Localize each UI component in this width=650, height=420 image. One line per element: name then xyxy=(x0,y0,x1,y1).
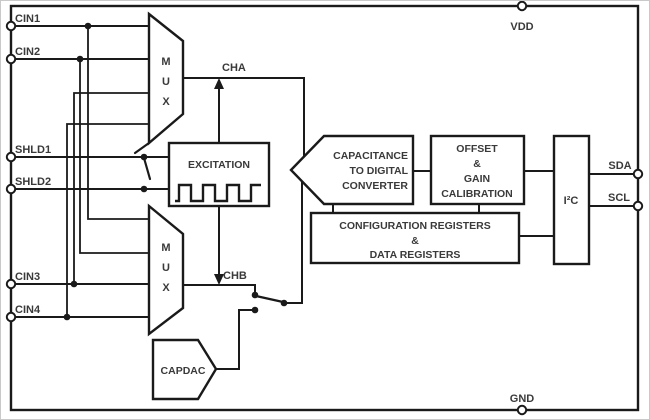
pin-terminals xyxy=(5,1,644,416)
arrows xyxy=(214,78,224,285)
chb-label: CHB xyxy=(223,270,247,282)
junction-dot xyxy=(70,280,78,288)
cha-label: CHA xyxy=(222,62,246,74)
cin1-to-muxb-wire xyxy=(87,26,149,220)
cin2-pin xyxy=(5,53,17,65)
pin-label-shld1: SHLD1 xyxy=(15,144,51,156)
registers-label-line2: & xyxy=(411,235,419,247)
muxa-shld1-switch xyxy=(133,141,151,155)
offset-label-line2: & xyxy=(473,158,481,170)
registers-block xyxy=(309,211,521,265)
mux-top-letter-x: X xyxy=(162,96,170,108)
capdac-wire xyxy=(216,309,254,370)
cha-wire xyxy=(183,77,305,159)
pin-label-scl: SCL xyxy=(608,192,630,204)
excitation-block xyxy=(167,141,271,208)
chb-wire xyxy=(183,284,256,293)
chip-outline xyxy=(9,4,640,412)
cin1-pin xyxy=(5,20,17,32)
pin-label-gnd: GND xyxy=(510,393,535,405)
wires xyxy=(11,25,638,370)
square-wave-icon xyxy=(175,183,261,203)
shld1-shld2-switch xyxy=(142,156,152,181)
chb-capdac-switch xyxy=(254,294,285,304)
capdac-label: CAPDAC xyxy=(161,365,206,377)
cdc-label-line2: TO DIGITAL xyxy=(349,165,408,177)
shld2-pin xyxy=(5,183,17,195)
offset-label-line1: OFFSET xyxy=(456,143,498,155)
mux-bottom-block xyxy=(147,203,185,337)
mux-top-block xyxy=(147,11,185,146)
offset-gain-block xyxy=(429,134,526,206)
pin-label-shld2: SHLD2 xyxy=(15,176,51,188)
pin-label-cin4: CIN4 xyxy=(15,304,41,316)
mux-bottom-letter-m: M xyxy=(161,242,170,254)
switches xyxy=(133,141,285,304)
vdd-pin xyxy=(516,1,528,12)
cdc-block xyxy=(289,134,415,206)
cin3-to-muxa-wire xyxy=(73,92,149,284)
offset-label-line4: CALIBRATION xyxy=(441,188,513,200)
junction-dots xyxy=(63,22,288,321)
pin-label-cin2: CIN2 xyxy=(15,46,40,58)
i2c-block xyxy=(552,134,591,266)
i2c-label: I²C xyxy=(564,195,579,207)
junction-dot xyxy=(251,306,259,314)
pin-label-cin1: CIN1 xyxy=(15,13,40,25)
junction-dot xyxy=(84,22,92,30)
cdc-label-line3: CONVERTER xyxy=(342,180,408,192)
gnd-pin xyxy=(516,404,528,416)
cin4-to-muxa-wire xyxy=(66,123,149,317)
offset-label-line3: GAIN xyxy=(464,173,490,185)
down-arrow-icon xyxy=(214,274,224,285)
mux-bottom-letter-u: U xyxy=(162,262,170,274)
mux-bottom-letter-x: X xyxy=(162,282,170,294)
blocks xyxy=(147,11,591,401)
cin3-pin xyxy=(5,278,17,290)
mux-top-letter-u: U xyxy=(162,76,170,88)
sda-pin xyxy=(632,168,644,180)
registers-label-line1: CONFIGURATION REGISTERS xyxy=(339,220,490,232)
cdc-label-line1: CAPACITANCE xyxy=(333,150,408,162)
capdac-block xyxy=(151,338,218,401)
pin-label-vdd: VDD xyxy=(510,21,533,33)
excitation-label: EXCITATION xyxy=(188,159,250,171)
cin4-pin xyxy=(5,311,17,323)
mux-top-letter-m: M xyxy=(161,56,170,68)
pin-label-cin3: CIN3 xyxy=(15,271,40,283)
junction-dot xyxy=(251,291,259,299)
junction-dot xyxy=(140,185,148,193)
shld1-pin xyxy=(5,151,17,163)
registers-label-line3: DATA REGISTERS xyxy=(370,249,461,261)
junction-dot xyxy=(63,313,71,321)
switch-to-cdc-wire xyxy=(284,182,303,304)
scl-pin xyxy=(632,200,644,212)
up-arrow-icon xyxy=(214,78,224,89)
junction-dot xyxy=(140,153,148,161)
pin-label-sda: SDA xyxy=(608,160,631,172)
junction-dot xyxy=(280,299,288,307)
labels: CIN1 CIN2 SHLD1 SHLD2 CIN3 CIN4 VDD GND … xyxy=(15,13,632,405)
junction-dot xyxy=(76,55,84,63)
